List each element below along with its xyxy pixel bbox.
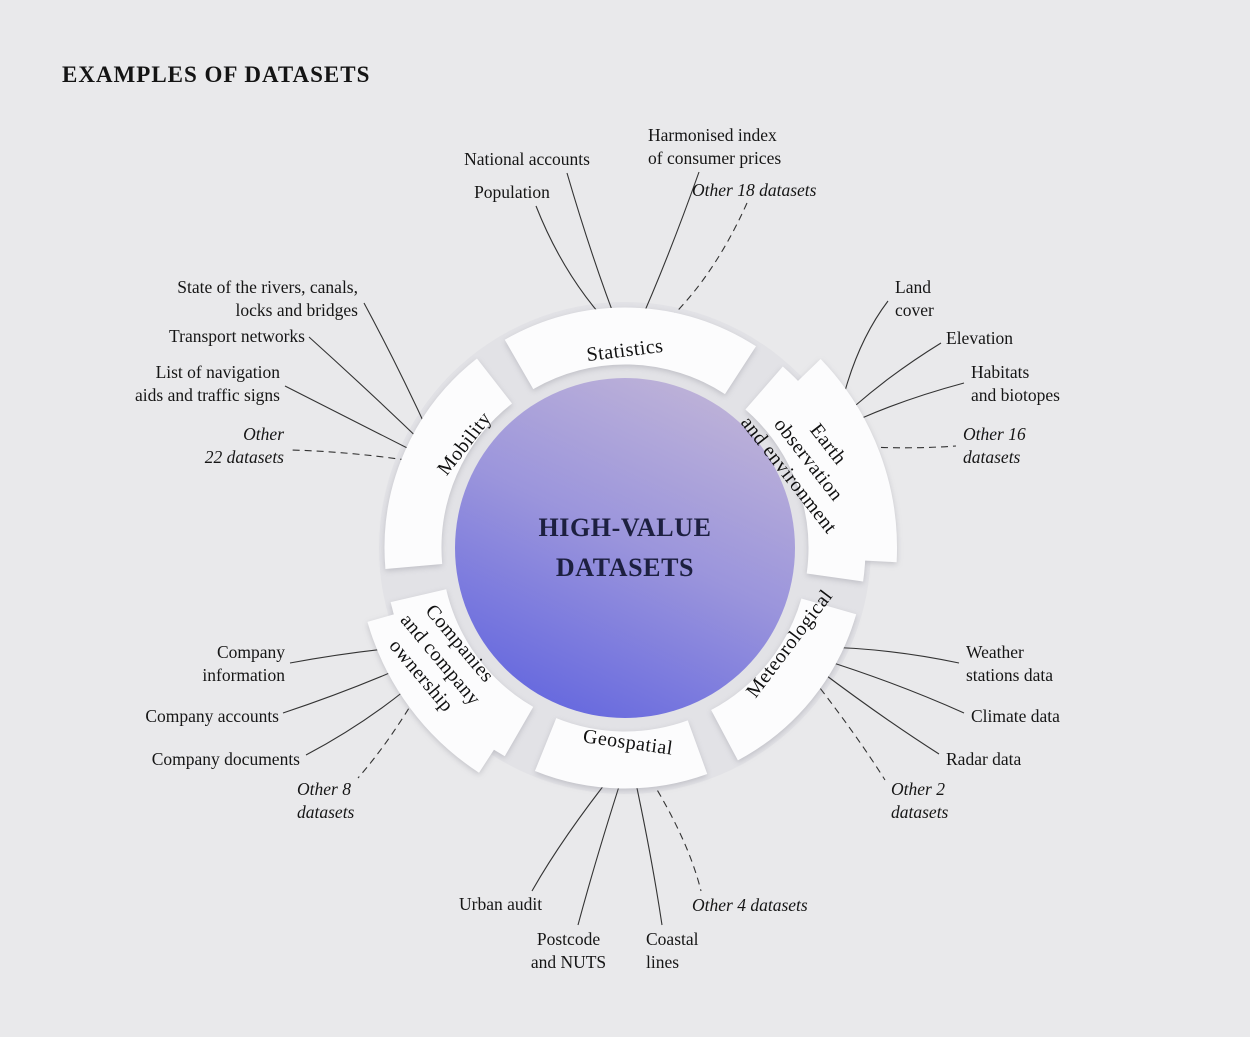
dataset-land-cover: Land cover [895, 277, 934, 321]
line-other-2 [812, 678, 886, 781]
dataset-elevation: Elevation [946, 328, 1014, 348]
dataset-urban-audit: Urban audit [459, 894, 543, 914]
dataset-meteorological-other: Other 2 datasets [891, 779, 949, 823]
line-other-16 [868, 445, 957, 449]
line-elevation [855, 342, 942, 406]
dataset-mobility-other: Other 22 datasets [204, 424, 284, 468]
dataset-national-accounts: National accounts [464, 149, 590, 169]
dataset-climate-data: Climate data [971, 706, 1060, 726]
arc-earth [744, 366, 866, 582]
dataset-coastal-lines: Coastal lines [646, 929, 699, 973]
dataset-population: Population [474, 182, 550, 202]
dataset-radar-data: Radar data [946, 749, 1022, 769]
dataset-postcode-nuts: Postcode and NUTS [530, 929, 607, 973]
arc-statistics [504, 307, 757, 395]
dataset-companies-other: Other 8 datasets [297, 779, 355, 823]
line-radar-data [818, 669, 940, 755]
line-habitats [861, 382, 965, 419]
dataset-habitats: Habitats and biotopes [971, 362, 1060, 406]
line-other-22 [291, 449, 420, 463]
arc-companies [390, 588, 534, 757]
dataset-earth-other: Other 16 datasets [963, 424, 1026, 468]
dataset-company-information: Company information [202, 642, 285, 686]
line-postcode-nuts [577, 773, 624, 926]
high-value-datasets-circle: HIGH-VALUE DATASETS [455, 378, 795, 718]
dataset-weather-stations: Weather stations data [966, 642, 1053, 686]
center-label: HIGH-VALUE DATASETS [538, 512, 712, 582]
line-coastal-lines [633, 773, 663, 926]
ring-arcs [367, 307, 897, 789]
dataset-navigation-aids: List of navigation aids and traffic sign… [135, 362, 280, 406]
dataset-transport-networks: Transport networks [169, 326, 305, 346]
line-urban-audit [531, 770, 616, 892]
line-land-cover [844, 300, 889, 392]
dataset-geospatial-other: Other 4 datasets [692, 895, 808, 915]
dataset-statistics-other: Other 18 datasets [692, 180, 817, 200]
line-rivers [363, 302, 432, 439]
dataset-rivers-canals: State of the rivers, canals, locks and b… [177, 277, 358, 321]
line-navigation-aids [284, 385, 424, 457]
dataset-company-accounts: Company accounts [145, 706, 279, 726]
arc-mobility [384, 358, 513, 569]
arc-geospatial [534, 717, 708, 789]
dataset-company-documents: Company documents [151, 749, 300, 769]
line-hicp [635, 171, 700, 332]
arc-meteorological [710, 597, 857, 761]
page-title: EXAMPLES OF DATASETS [62, 62, 371, 87]
line-climate-data [820, 658, 965, 714]
dataset-hicp: Harmonised index of consumer prices [648, 125, 782, 169]
